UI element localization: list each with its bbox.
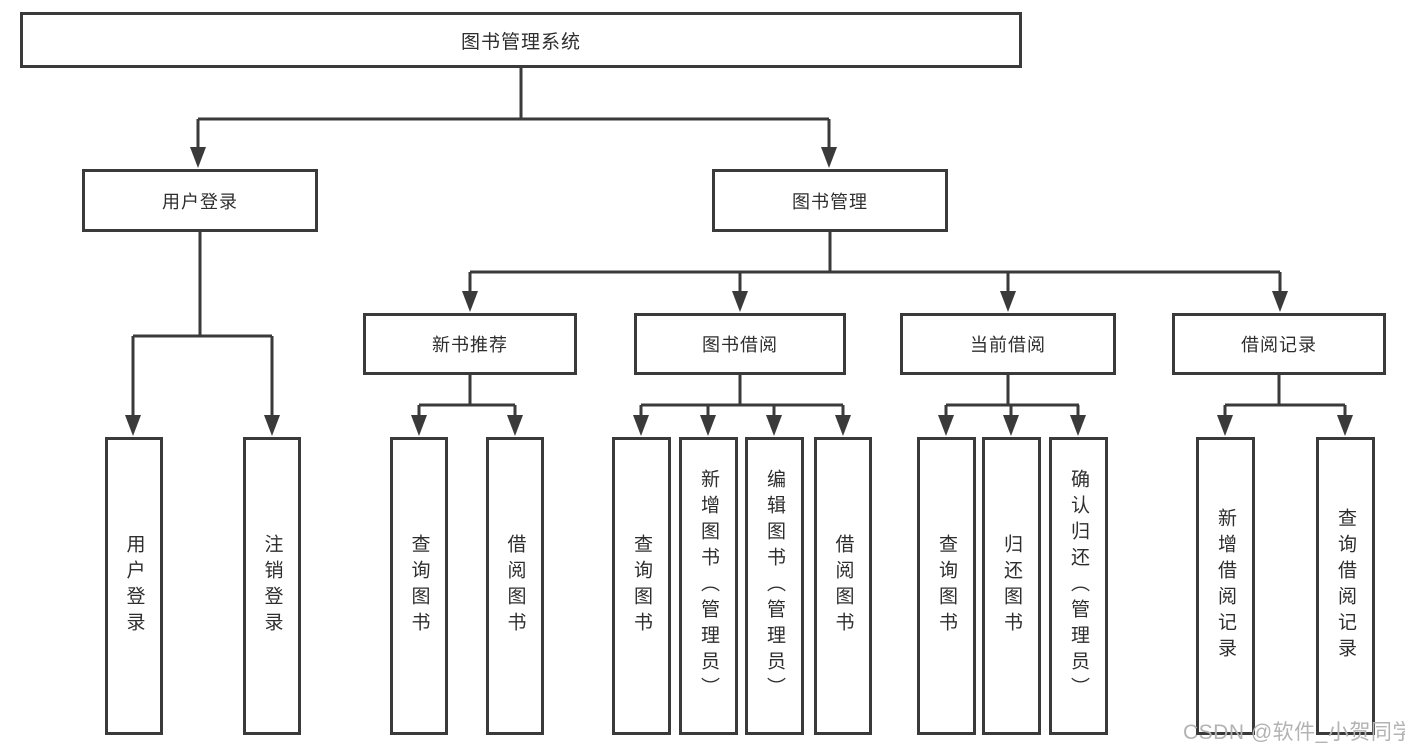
node-new-book-recommend: 新书推荐	[363, 313, 577, 375]
leaf-logout-label: 注销登录	[261, 534, 283, 638]
node-current-borrow: 当前借阅	[900, 313, 1116, 375]
leaf-current-return: 归还图书	[982, 437, 1041, 735]
leaf-current-query-label: 查询图书	[936, 534, 957, 638]
node-borrow-records: 借阅记录	[1172, 313, 1386, 375]
leaf-user-login-label: 用户登录	[123, 534, 145, 638]
leaf-records-query: 查询借阅记录	[1316, 437, 1375, 735]
leaf-current-confirm-return-label: 确认归还（管理员）	[1068, 469, 1089, 703]
leaf-newbook-query: 查询图书	[390, 437, 448, 735]
leaf-records-query-label: 查询借阅记录	[1335, 508, 1356, 664]
leaf-borrow-query-label: 查询图书	[631, 534, 652, 638]
leaf-newbook-borrow: 借阅图书	[486, 437, 544, 735]
leaf-records-add: 新增借阅记录	[1196, 437, 1255, 735]
leaf-newbook-borrow-label: 借阅图书	[504, 534, 526, 638]
leaf-borrow-borrow: 借阅图书	[814, 437, 872, 735]
leaf-borrow-add: 新增图书（管理员）	[679, 437, 738, 735]
leaf-borrow-edit: 编辑图书（管理员）	[745, 437, 804, 735]
leaf-newbook-query-label: 查询图书	[408, 534, 430, 638]
leaf-current-query: 查询图书	[917, 437, 976, 735]
leaf-borrow-borrow-label: 借阅图书	[832, 534, 854, 638]
leaf-records-add-label: 新增借阅记录	[1215, 508, 1236, 664]
node-user-login: 用户登录	[82, 169, 318, 232]
leaf-current-return-label: 归还图书	[1001, 534, 1022, 638]
node-book-management: 图书管理	[712, 169, 948, 232]
leaf-borrow-add-label: 新增图书（管理员）	[698, 469, 719, 703]
node-library-management-system: 图书管理系统	[20, 12, 1022, 68]
leaf-current-confirm-return: 确认归还（管理员）	[1049, 437, 1108, 735]
node-book-borrow: 图书借阅	[634, 313, 846, 375]
leaf-user-login: 用户登录	[105, 437, 163, 735]
leaf-logout: 注销登录	[243, 437, 301, 735]
leaf-borrow-edit-label: 编辑图书（管理员）	[764, 469, 785, 703]
csdn-watermark: CSDN @软件_小贺同学	[1183, 721, 1405, 744]
leaf-borrow-query: 查询图书	[612, 437, 671, 735]
